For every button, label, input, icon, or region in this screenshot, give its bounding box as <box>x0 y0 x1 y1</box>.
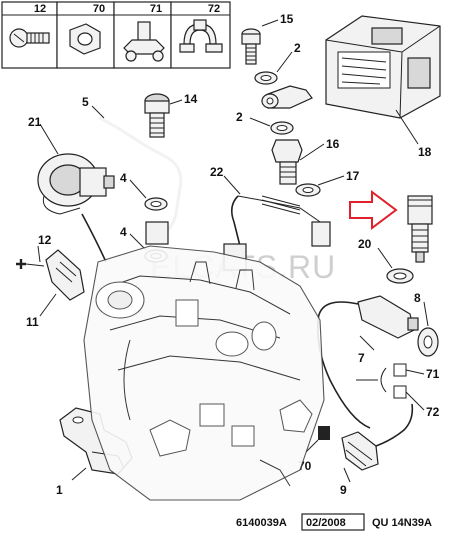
part-17-washer <box>295 183 321 197</box>
callout-4-lower: 4 <box>120 225 127 239</box>
callout-14: 14 <box>184 92 198 106</box>
callout-72: 72 <box>426 405 440 419</box>
header-label-72: 72 <box>208 3 220 15</box>
callout-71: 71 <box>426 367 440 381</box>
footer-ref: QU 14N39A <box>372 517 432 529</box>
header-box-71: 71 <box>113 1 172 69</box>
part-9-connector <box>341 403 414 471</box>
footer-code: 6140039A <box>236 517 287 529</box>
banjo-fitting <box>261 85 313 109</box>
callout-9: 9 <box>340 483 347 497</box>
callout-12: 12 <box>38 233 52 247</box>
header-label-71: 71 <box>150 3 162 15</box>
callout-16: 16 <box>326 137 340 151</box>
callout-4-upper: 4 <box>120 171 127 185</box>
callout-1: 1 <box>56 483 63 497</box>
part-15-banjo-bolt <box>241 28 261 65</box>
nut-icon <box>69 23 101 55</box>
screw-icon <box>9 28 50 48</box>
callout-18: 18 <box>418 145 432 159</box>
callout-7: 7 <box>358 351 365 365</box>
callout-8: 8 <box>414 291 421 305</box>
callout-5: 5 <box>82 95 89 109</box>
part-20-washer <box>386 268 414 284</box>
header-label-70: 70 <box>93 3 105 15</box>
clip-icon <box>123 21 165 62</box>
callout-15: 15 <box>280 12 294 26</box>
banjo-fitting-lower <box>145 221 169 245</box>
header-box-70: 70 <box>56 1 115 69</box>
part-14-hollow-bolt <box>144 93 170 138</box>
part-21-stop-solenoid <box>37 153 115 215</box>
callout-17: 17 <box>346 169 360 183</box>
part-70-nut <box>318 426 330 440</box>
injection-pump-body <box>83 245 325 501</box>
header-box-72: 72 <box>170 1 231 69</box>
callout-2-lower: 2 <box>236 110 243 124</box>
part-2-washer-lower <box>270 121 294 135</box>
part-11-lever <box>45 249 85 301</box>
part-7-sensor <box>316 295 419 429</box>
part-16-fitting <box>271 139 303 185</box>
callout-11: 11 <box>26 315 39 329</box>
solenoid-wire <box>81 213 107 263</box>
part-12-screw-marker <box>16 259 45 269</box>
part-2-washer-upper <box>254 71 278 85</box>
part-18-control-module <box>325 15 441 119</box>
footer-date-box <box>301 513 365 531</box>
part-8-seal-ring <box>417 327 439 357</box>
callout-21: 21 <box>28 115 42 129</box>
header-box-12: 12 <box>1 1 58 69</box>
part-sensor-highlighted <box>407 195 433 263</box>
part-4-washer-upper <box>144 197 168 211</box>
highlight-arrow <box>349 190 398 230</box>
header-label-12: 12 <box>34 3 46 15</box>
variant-markers <box>356 363 425 411</box>
callout-2-upper: 2 <box>294 41 301 55</box>
bracket-icon <box>179 19 223 53</box>
footer-date: 02/2008 <box>306 517 346 529</box>
callout-22: 22 <box>210 165 224 179</box>
callout-20: 20 <box>358 237 372 251</box>
